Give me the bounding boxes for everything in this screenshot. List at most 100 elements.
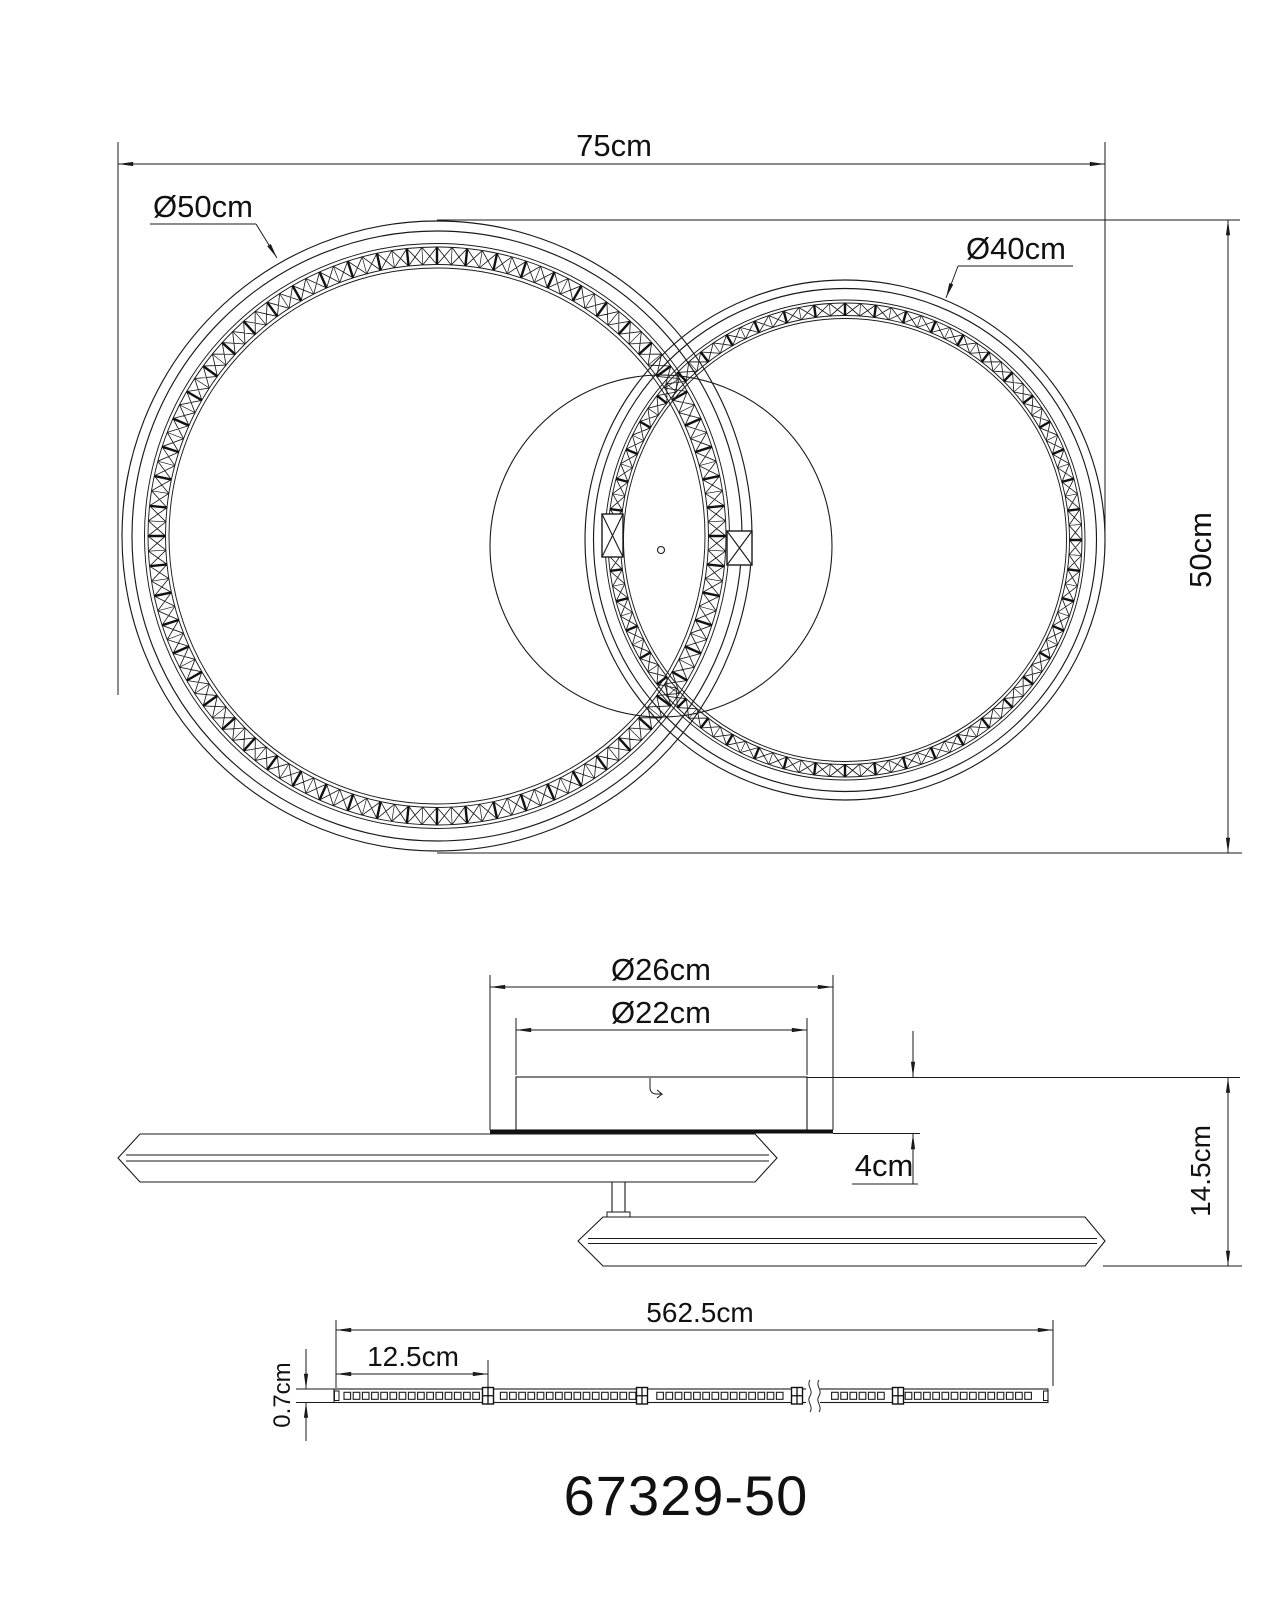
lattice-spokes — [148, 247, 726, 825]
led-chip — [555, 1391, 563, 1400]
ring-circle — [592, 287, 1098, 793]
led-chip — [849, 1391, 858, 1400]
led-chip — [343, 1391, 352, 1400]
led-chip — [711, 1391, 720, 1400]
led-chip — [978, 1391, 986, 1400]
dim-overall-width: 75cm — [117, 128, 1106, 695]
dim-strip-height: 0.7cm — [269, 1349, 334, 1441]
canopy-box — [515, 1076, 808, 1131]
break-squiggle — [817, 1379, 821, 1413]
dim-canopy-inner: Ø22cm — [515, 995, 808, 1075]
led-chip — [417, 1391, 425, 1400]
outer-ring-diameter-label: Ø50cm — [153, 189, 253, 224]
led-chip — [527, 1391, 536, 1400]
led-chip — [1024, 1391, 1032, 1400]
leader-arrow — [945, 265, 959, 299]
led-chip — [453, 1391, 462, 1400]
inner-ring-diameter-label: Ø40cm — [966, 231, 1066, 266]
lower-bar — [577, 1216, 1106, 1267]
bar-link — [606, 1182, 631, 1218]
dim-overall-width-label: 75cm — [576, 128, 652, 163]
top-view: 75cm Ø50cm Ø40cm 50cm — [117, 128, 1242, 854]
led-chip — [361, 1391, 370, 1400]
upper-bar — [117, 1133, 778, 1183]
led-chip — [1005, 1391, 1014, 1400]
led-chip — [831, 1391, 839, 1400]
ring-circle — [168, 267, 706, 805]
led-chip — [950, 1391, 959, 1400]
lattice-bars — [148, 247, 726, 825]
led-chip — [564, 1391, 572, 1400]
led-chip — [426, 1391, 434, 1400]
crystal-lattice — [607, 302, 1083, 778]
ring-circle — [131, 230, 743, 842]
label-outer-ring: Ø50cm — [150, 189, 278, 259]
dim-canopy-outer-label: Ø26cm — [611, 952, 711, 987]
led-chip — [867, 1391, 876, 1400]
ring-circle — [165, 264, 709, 808]
ring-connector-right — [726, 530, 753, 566]
led-chip — [545, 1391, 554, 1400]
led-chip — [757, 1391, 766, 1400]
led-chip — [913, 1391, 922, 1400]
led-chip — [499, 1391, 508, 1400]
led-chip — [996, 1391, 1005, 1400]
strip-end-cap — [1043, 1390, 1049, 1401]
dim-fixture-height: 14.5cm — [1103, 1077, 1242, 1267]
led-chip — [877, 1391, 885, 1400]
led-chip — [665, 1391, 674, 1400]
led-chip — [720, 1391, 729, 1400]
ring-circle — [623, 318, 1067, 762]
led-chip — [472, 1391, 480, 1400]
led-chip — [610, 1391, 618, 1400]
led-chip — [858, 1391, 867, 1400]
led-chip — [536, 1391, 545, 1400]
strip-end-cap — [334, 1390, 340, 1401]
led-chip — [591, 1391, 600, 1400]
led-chip — [371, 1391, 379, 1400]
led-chip — [904, 1391, 913, 1400]
led-chip — [959, 1391, 968, 1400]
led-chip — [840, 1391, 848, 1400]
ring-circle — [121, 220, 753, 852]
dim-strip-segment: 12.5cm — [336, 1341, 489, 1389]
led-chip — [518, 1391, 526, 1400]
product-code: 67329-50 — [564, 1464, 809, 1527]
led-chip — [683, 1391, 692, 1400]
led-chip — [380, 1391, 388, 1400]
led-chip — [693, 1391, 701, 1400]
led-chip — [407, 1391, 416, 1400]
dim-strip-height-label: 0.7cm — [269, 1362, 296, 1427]
hook-icon — [649, 1078, 664, 1099]
outer-ring-50cm — [121, 220, 753, 852]
ring-connector-left — [601, 513, 624, 558]
led-chip — [398, 1391, 407, 1400]
led-chip — [702, 1391, 710, 1400]
led-chip — [444, 1391, 453, 1400]
led-chip — [463, 1391, 471, 1400]
led-chip — [619, 1391, 628, 1400]
dim-strip-length: 562.5cm — [335, 1297, 1054, 1388]
dim-overall-height-label: 50cm — [1183, 512, 1218, 588]
dim-canopy-inner-label: Ø22cm — [611, 995, 711, 1030]
led-chip — [1015, 1391, 1023, 1400]
led-chip — [941, 1391, 950, 1400]
led-chip — [601, 1391, 609, 1400]
side-view: Ø26cm Ø22cm 4cm 14.5cm — [117, 952, 1242, 1267]
dim-canopy-outer: Ø26cm — [489, 952, 834, 1130]
led-chip — [573, 1391, 582, 1400]
dim-fixture-height-label: 14.5cm — [1185, 1125, 1216, 1217]
led-chip — [969, 1391, 977, 1400]
led-chip — [389, 1391, 398, 1400]
center-mark — [656, 545, 666, 555]
ring-circle — [144, 243, 730, 829]
label-inner-ring: Ø40cm — [945, 231, 1073, 299]
ring-circle — [604, 299, 1086, 781]
led-chip — [628, 1391, 637, 1400]
led-chip — [352, 1391, 361, 1400]
dim-canopy-height-label: 4cm — [855, 1148, 914, 1183]
led-strip-detail — [334, 1379, 1049, 1413]
led-chip — [674, 1391, 683, 1400]
